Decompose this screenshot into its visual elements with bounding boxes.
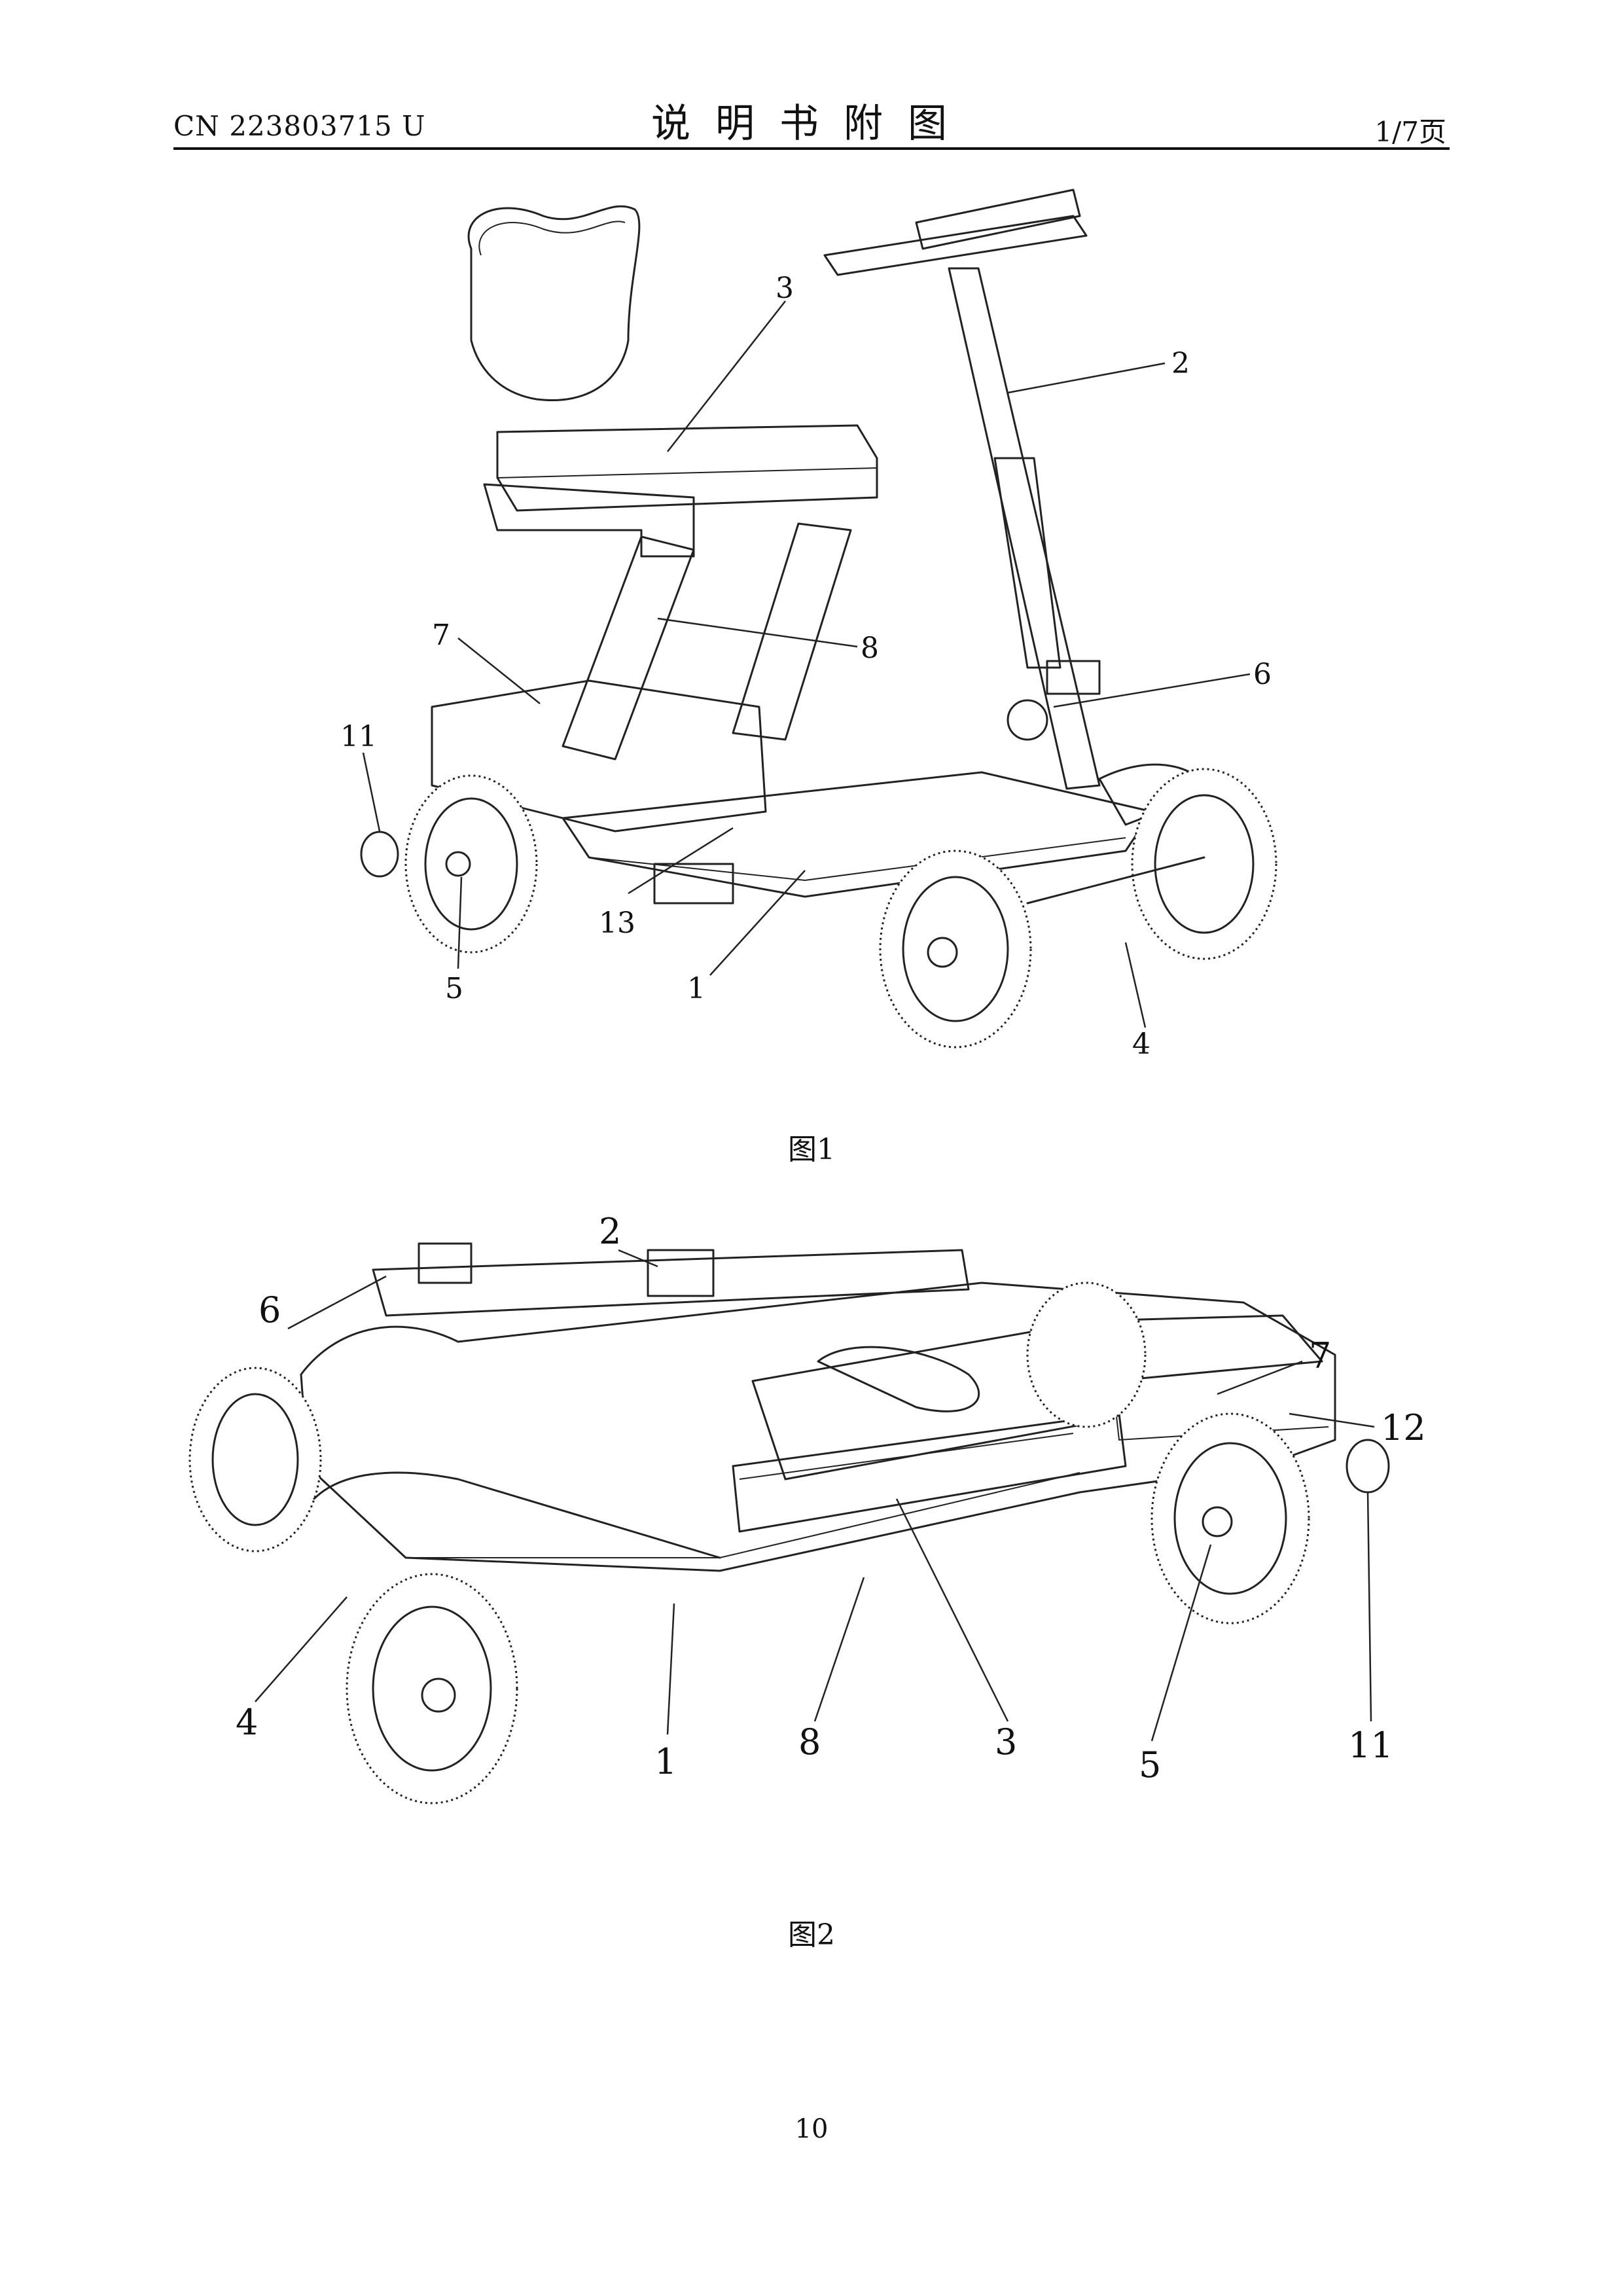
steering-column	[949, 268, 1099, 789]
figure-2-caption: 图2	[0, 1911, 1623, 1953]
label-seat: 3	[776, 272, 794, 305]
front-wheel-right	[1132, 769, 1276, 959]
label-steering: 2	[1171, 347, 1190, 380]
label2-battery: 12	[1381, 1407, 1426, 1448]
floor-deck	[563, 772, 1152, 897]
label2-rear-wheel: 5	[1139, 1744, 1161, 1785]
label2-support: 8	[798, 1721, 821, 1763]
label2-front-axle: 4	[236, 1702, 258, 1743]
figure-2-drawing: 2 6 7 12 4 8 3 1 5 11	[0, 1191, 1623, 1878]
label-front-axle: 4	[1132, 1028, 1150, 1061]
label-rear-wheel: 5	[445, 972, 463, 1005]
figure-1-caption: 图1	[0, 1126, 1623, 1168]
front-wheel-rear-view	[190, 1368, 321, 1551]
label-deck: 13	[599, 906, 635, 940]
label2-seat: 3	[995, 1721, 1017, 1763]
label2-anti-tip: 11	[1348, 1725, 1393, 1766]
label-fold-joint: 6	[1253, 658, 1272, 691]
handlebar	[825, 216, 1086, 275]
page-number: 10	[0, 2114, 1623, 2144]
backrest	[469, 206, 639, 400]
label2-steering: 2	[599, 1211, 621, 1252]
seat-post	[563, 537, 694, 759]
label-support: 8	[861, 632, 879, 665]
label-frame: 1	[687, 972, 705, 1005]
label2-frame: 1	[654, 1741, 677, 1782]
folded-seat	[818, 1347, 979, 1411]
label2-fold-joint: 6	[259, 1289, 281, 1331]
figure-1-drawing: 3 2 7 8 6 11 13 5 1 4	[0, 0, 1623, 1113]
label2-rear-body: 7	[1309, 1335, 1331, 1376]
label-anti-tip: 11	[340, 720, 377, 753]
label-rear-body: 7	[432, 619, 450, 652]
anti-tip-wheel	[361, 832, 398, 876]
